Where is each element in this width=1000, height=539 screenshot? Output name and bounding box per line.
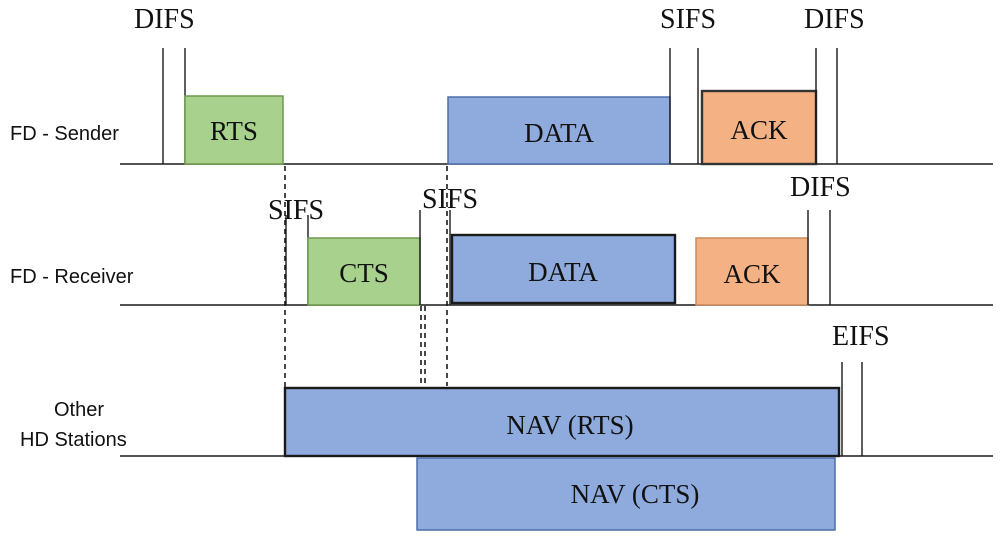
receiver-sifs1-label: SIFS: [268, 195, 324, 226]
receiver-sifs2-label: SIFS: [422, 184, 478, 215]
row-label-other-line2: HD Stations: [20, 429, 127, 451]
sender-difs-start-label: DIFS: [134, 4, 195, 35]
row-label-fd-sender: FD - Sender: [10, 123, 119, 145]
sender-data-label: DATA: [524, 118, 594, 148]
sender-sifs-label: SIFS: [660, 4, 716, 35]
sender-data-frame: [447, 96, 671, 165]
sender-ack-label: ACK: [730, 115, 788, 145]
sender-rts-label: RTS: [210, 116, 258, 146]
nav-rts-frame: [283, 386, 841, 458]
row-label-fd-receiver: FD - Receiver: [10, 266, 134, 288]
receiver-data-label: DATA: [528, 257, 598, 287]
nav-cts-label: NAV (CTS): [571, 479, 700, 509]
sender-rts-frame: [184, 95, 284, 165]
receiver-ack-label: ACK: [723, 259, 781, 289]
nav-cts-frame: [416, 457, 836, 531]
eifs-label: EIFS: [832, 321, 890, 352]
row-label-other-line1: Other: [54, 399, 104, 421]
receiver-data-frame: [450, 233, 677, 305]
nav-rts-label: NAV (RTS): [506, 410, 633, 440]
sender-difs-end-label: DIFS: [804, 4, 865, 35]
sender-ack-frame: [700, 89, 818, 166]
receiver-difs-end-label: DIFS: [790, 172, 851, 203]
receiver-ack-frame: [695, 237, 809, 306]
receiver-cts-label: CTS: [339, 258, 389, 288]
receiver-cts-frame: [307, 237, 421, 306]
